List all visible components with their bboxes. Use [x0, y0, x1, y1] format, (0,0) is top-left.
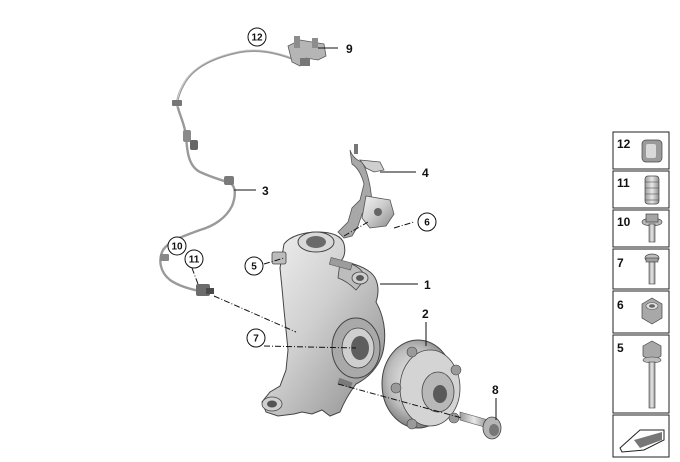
callout-4: 4	[422, 166, 429, 180]
sensor-cable	[159, 49, 302, 296]
flange-bolt-icon	[641, 213, 663, 243]
torx-screw-icon	[644, 253, 660, 285]
svg-text:12: 12	[251, 33, 263, 44]
svg-text:11: 11	[189, 255, 200, 266]
circled-callout-6: 6	[417, 212, 437, 232]
cable-clip-icon	[641, 139, 663, 163]
arrow-icon	[619, 429, 665, 453]
steering-knuckle	[261, 231, 386, 417]
circled-callout-7: 7	[246, 328, 266, 348]
callout-8: 8	[492, 383, 499, 397]
circled-callout-12: 12	[247, 27, 267, 47]
legend-item-5: 5	[612, 334, 670, 414]
leader-lines	[191, 47, 497, 420]
bracket	[337, 144, 395, 239]
legend-item-7: 7	[612, 248, 670, 290]
callout-1: 1	[424, 278, 431, 292]
hub-bolt	[459, 411, 502, 440]
circled-callout-10: 10	[167, 236, 187, 256]
legend-item-6: 6	[612, 290, 670, 334]
legend-item-10: 10	[612, 209, 670, 248]
legend-item-12: 12	[612, 131, 670, 170]
circled-callout-11: 11	[184, 249, 204, 269]
legend-arrow-box	[612, 414, 670, 458]
svg-text:6: 6	[424, 218, 430, 229]
callout-9: 9	[346, 42, 353, 56]
callout-3: 3	[262, 184, 269, 198]
long-bolt-icon	[642, 340, 662, 409]
connector-bracket	[287, 36, 327, 67]
svg-text:10: 10	[171, 242, 183, 253]
svg-text:6: 6	[617, 298, 624, 312]
hex-nut-icon	[641, 297, 663, 325]
callout-2: 2	[422, 307, 429, 321]
svg-text:5: 5	[251, 262, 257, 273]
svg-text:7: 7	[617, 256, 624, 270]
legend-item-11: 11	[612, 170, 670, 209]
svg-text:5: 5	[617, 341, 624, 355]
wheel-hub	[381, 339, 462, 430]
legend-panel: 12 11 10	[612, 131, 670, 458]
svg-text:11: 11	[617, 176, 630, 190]
clip-nut-icon	[644, 175, 660, 205]
svg-text:10: 10	[617, 215, 631, 229]
circled-callout-5: 5	[244, 256, 264, 276]
svg-text:7: 7	[253, 334, 259, 345]
svg-text:12: 12	[617, 137, 631, 151]
